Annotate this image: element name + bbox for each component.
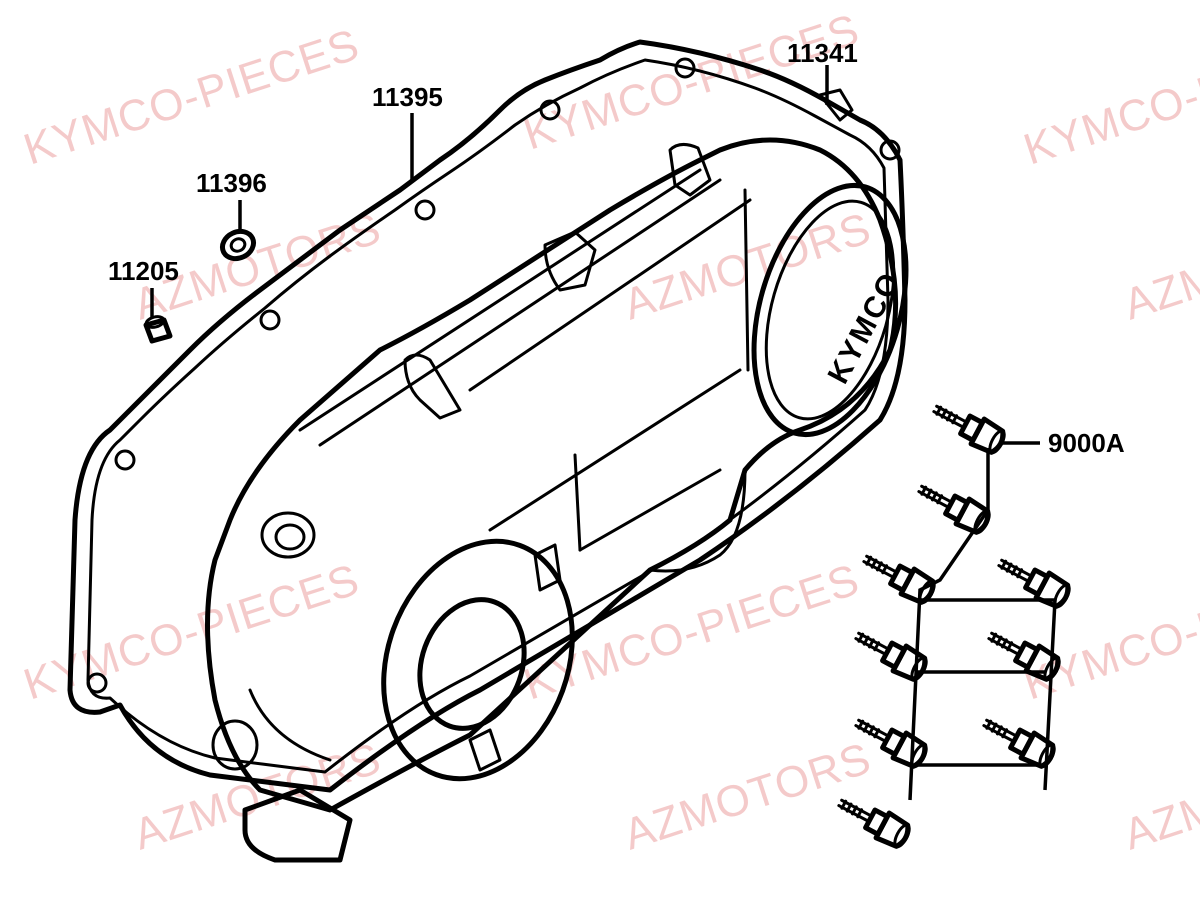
watermark-az: AZMOTORS <box>618 734 877 860</box>
bolt-group <box>837 404 1071 849</box>
watermark-kymco: KYMCO-PIECES <box>1018 20 1200 175</box>
flange-bolt <box>854 718 928 769</box>
flange-bolt <box>997 558 1071 609</box>
variator-cover <box>381 538 575 782</box>
label-bolts: 9000A <box>1048 428 1125 458</box>
label-washer: 11396 <box>196 168 267 198</box>
leader-lines <box>150 65 1040 445</box>
flange-bolt <box>917 484 991 535</box>
gasket-outline <box>67 39 908 793</box>
washer-part <box>219 228 257 262</box>
label-dowel: 11205 <box>108 256 179 286</box>
watermark-kymco: KYMCO-PIECES <box>18 20 365 175</box>
bolt-connectors <box>908 448 1057 801</box>
watermark-az: AZMOTORS <box>1118 204 1200 330</box>
dowel-part <box>143 315 173 344</box>
flange-bolt <box>987 631 1061 682</box>
callout-labels: 11395 11341 11396 11205 9000A <box>108 38 1125 458</box>
flange-bolt <box>837 798 911 849</box>
watermark-kymco: KYMCO-PIECES <box>518 5 865 160</box>
flange-bolt <box>932 404 1006 455</box>
flange-bolt <box>982 718 1056 769</box>
label-bolt-top: 11341 <box>787 38 858 68</box>
label-gasket: 11395 <box>372 82 443 112</box>
watermark-az: AZMOTORS <box>1118 734 1200 860</box>
flange-bolt <box>862 554 936 605</box>
crankcase-cover <box>205 88 899 863</box>
